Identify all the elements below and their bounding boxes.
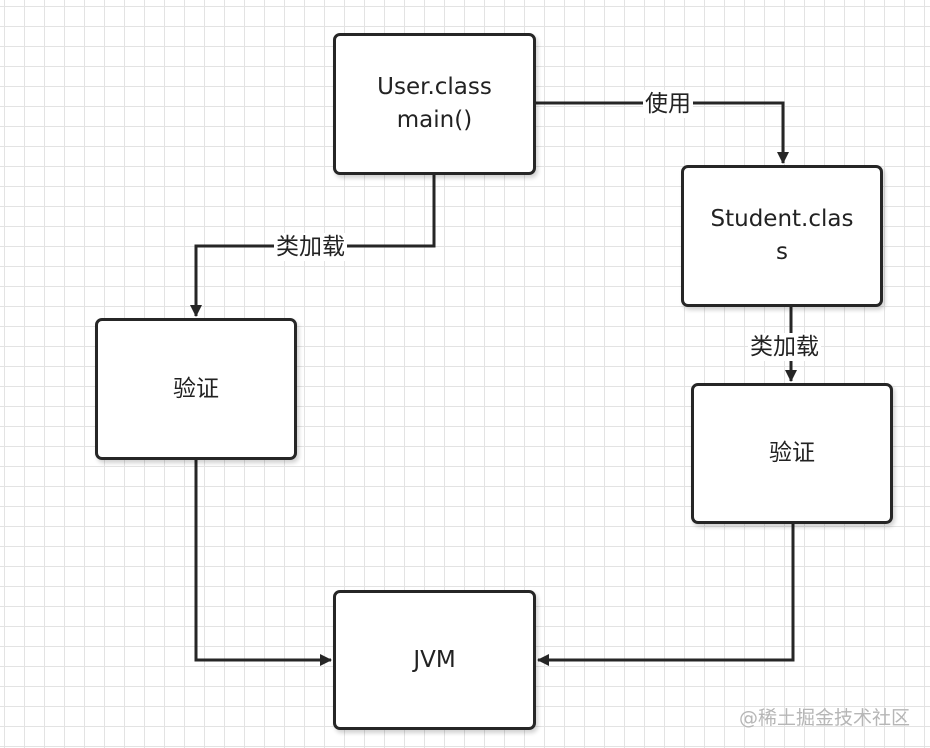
- node-jvm-text: JVM: [413, 646, 456, 673]
- node-verify-right-text: 验证: [769, 440, 815, 466]
- node-verify-left-text: 验证: [173, 375, 219, 402]
- watermark-text: @稀土掘金技术社区: [738, 707, 910, 729]
- node-jvm[interactable]: JVM: [333, 590, 536, 730]
- node-verify-right[interactable]: 验证: [691, 383, 893, 524]
- node-student-class[interactable]: Student.clas s: [681, 165, 883, 307]
- edge-label-classload-right: 类加载: [748, 333, 821, 361]
- node-user-class-text: User.class main(): [377, 74, 492, 133]
- edge-user-to-student: [536, 101, 789, 164]
- node-student-class-text: Student.clas s: [710, 206, 854, 265]
- edge-label-use: 使用: [643, 90, 693, 118]
- edge-verify-right-to-jvm: [537, 524, 795, 666]
- edge-label-classload-left: 类加载: [274, 233, 347, 261]
- edge-verify-left-to-jvm: [194, 460, 332, 666]
- node-user-class[interactable]: User.class main(): [333, 33, 536, 175]
- node-verify-left[interactable]: 验证: [95, 318, 297, 460]
